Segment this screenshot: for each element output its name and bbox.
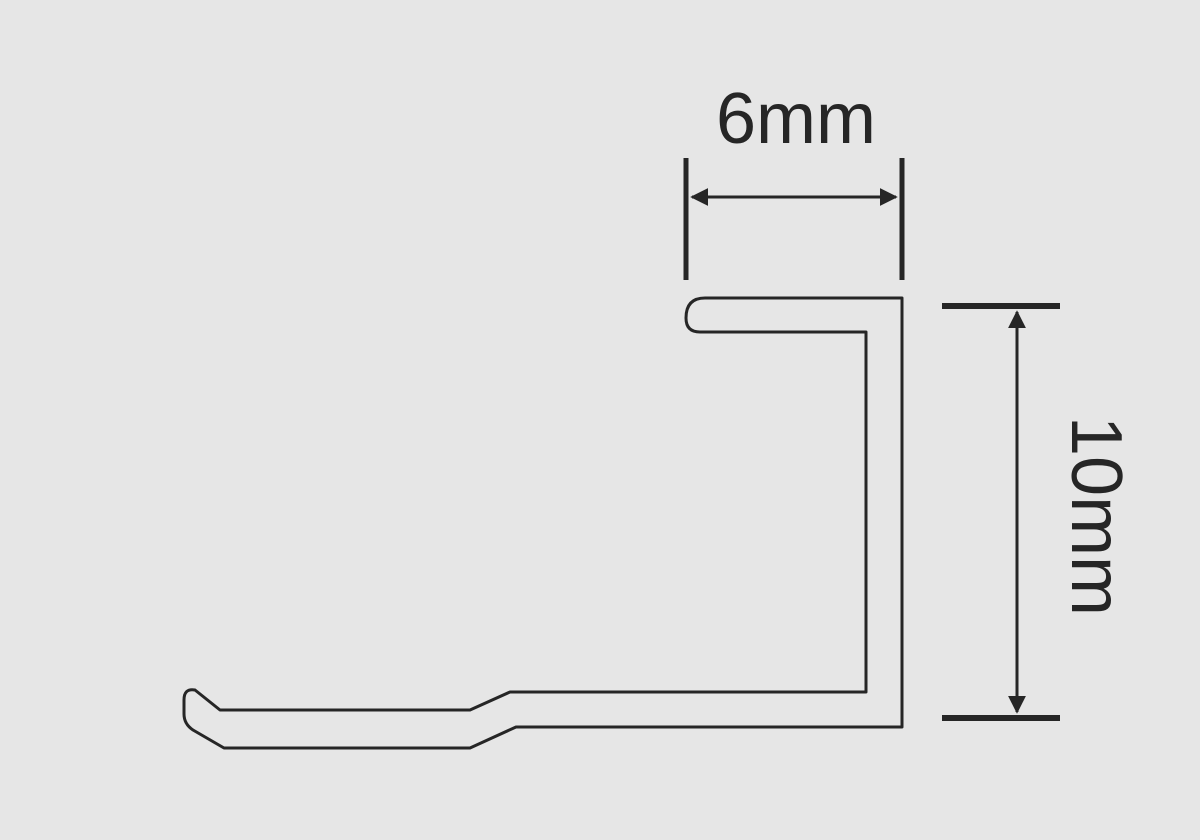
trim-profile-outline xyxy=(182,296,904,750)
width-dimension-label: 6mm xyxy=(716,79,876,159)
height-dimension-label: 10mm xyxy=(1056,416,1136,616)
